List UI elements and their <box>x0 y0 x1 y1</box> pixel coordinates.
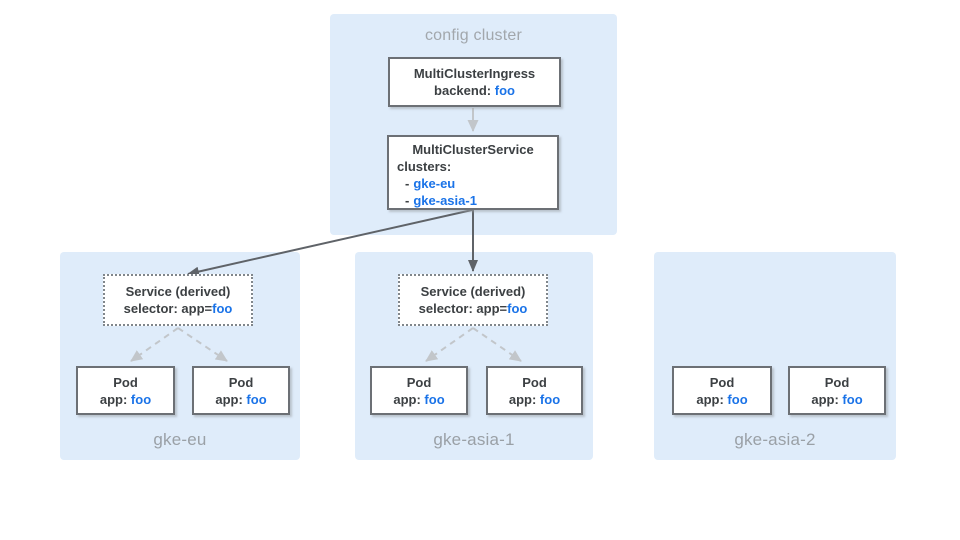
multi-cluster-ingress-box: MultiClusterIngress backend: foo <box>388 57 561 107</box>
multi-cluster-ingress-backend: backend: foo <box>434 83 515 98</box>
pod-title: Pod <box>824 374 850 390</box>
cluster-label-gke-eu: gke-eu <box>153 430 207 449</box>
derived-service-title: Service (derived) <box>420 284 526 299</box>
pod-box: Pod app: foo <box>672 366 772 415</box>
multi-cluster-service-clusters-label: clusters: <box>397 159 452 174</box>
multi-cluster-service-item: -gke-asia-1 <box>405 193 477 208</box>
pod-box: Pod app: foo <box>486 366 583 415</box>
derived-service-selector: selector: app=foo <box>123 301 233 316</box>
config-cluster-label: config cluster <box>424 27 523 44</box>
pod-app: app: foo <box>508 391 561 407</box>
pod-app: app: foo <box>696 391 748 407</box>
multi-cluster-service-item: -gke-eu <box>405 176 456 191</box>
pod-title: Pod <box>113 374 138 390</box>
pod-title: Pod <box>406 374 432 390</box>
pod-box: Pod app: foo <box>370 366 468 415</box>
pod-title: Pod <box>228 374 254 390</box>
pod-box: Pod app: foo <box>192 366 290 415</box>
cluster-label-gke-asia-2: gke-asia-2 <box>734 430 816 449</box>
derived-service-selector: selector: app=foo <box>418 301 528 316</box>
derived-service-title: Service (derived) <box>125 284 231 299</box>
derived-service-box-gke-eu: Service (derived) selector: app=foo <box>103 274 253 326</box>
pod-box: Pod app: foo <box>788 366 886 415</box>
multi-cluster-ingress-title: MultiClusterIngress <box>413 66 536 81</box>
pod-app: app: foo <box>393 391 445 407</box>
derived-service-box-gke-asia-1: Service (derived) selector: app=foo <box>398 274 548 326</box>
pod-box: Pod app: foo <box>76 366 175 415</box>
pod-app: app: foo <box>215 391 267 407</box>
multi-cluster-service-title: MultiClusterService <box>412 142 534 157</box>
pod-title: Pod <box>522 374 547 390</box>
pod-title: Pod <box>709 374 735 390</box>
cluster-label-gke-asia-1: gke-asia-1 <box>433 430 515 449</box>
multi-cluster-service-box: MultiClusterService clusters: -gke-eu -g… <box>387 135 559 210</box>
pod-app: app: foo <box>99 391 152 407</box>
pod-app: app: foo <box>811 391 863 407</box>
cluster-panel-gke-asia-2 <box>654 252 896 460</box>
